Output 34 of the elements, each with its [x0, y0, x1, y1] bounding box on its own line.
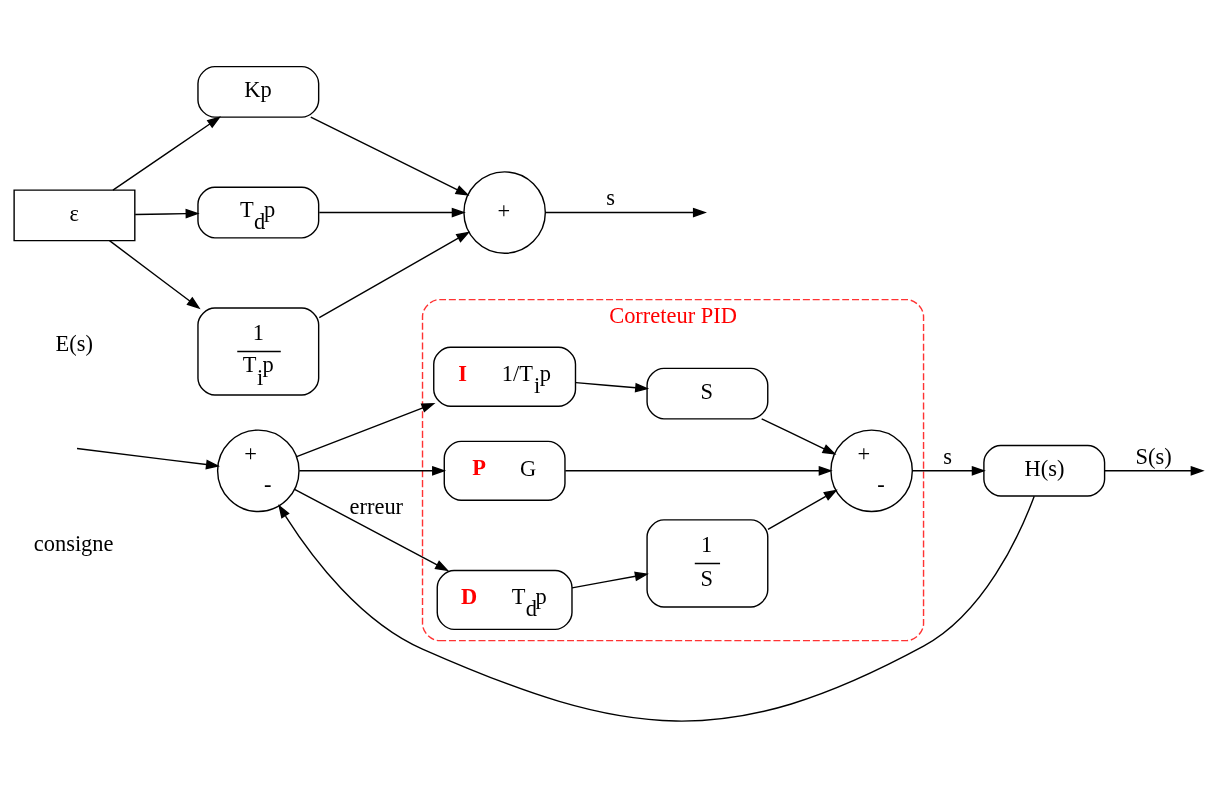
arrow [76, 447, 220, 469]
node-circle: + - [830, 428, 914, 512]
arrow [108, 239, 201, 309]
arrow [911, 465, 986, 476]
edge-label: s [943, 443, 952, 469]
arrow [767, 488, 838, 530]
label: consigne [33, 530, 114, 556]
arrow [1103, 465, 1205, 476]
arrow [310, 116, 470, 196]
node-box: 1 S [646, 518, 769, 608]
arrow [112, 115, 222, 191]
arrow [318, 207, 466, 217]
edge-label: S(s) [1135, 443, 1172, 469]
arrow [296, 402, 436, 457]
arrow [544, 207, 707, 217]
node-circle: + [463, 170, 547, 254]
arrow [298, 465, 447, 476]
node-box: Kp [197, 65, 320, 118]
node-box: P G [443, 440, 566, 501]
arrow [318, 230, 471, 318]
edge-label: erreur [349, 493, 404, 519]
node-box: S [646, 367, 769, 420]
arrow [571, 571, 649, 589]
arrow [278, 495, 1035, 722]
arrow [575, 381, 650, 393]
node-box: ε [13, 188, 136, 241]
arrow [760, 417, 837, 455]
edge-label: s [606, 184, 616, 210]
arrow [134, 208, 200, 219]
label: E(s) [55, 330, 93, 356]
node-box: H(s) [983, 444, 1106, 497]
node-circle: + - [216, 428, 300, 512]
arrow [293, 488, 450, 571]
arrow [564, 465, 833, 476]
